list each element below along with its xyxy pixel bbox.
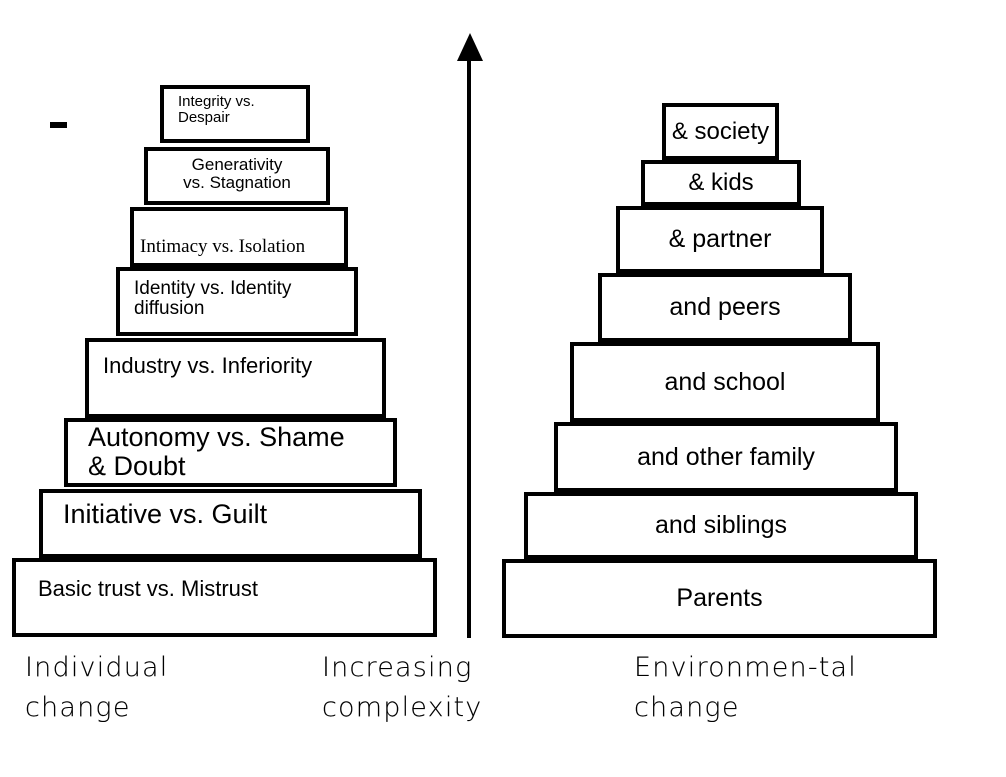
step-and-other-family[interactable]: and other family bbox=[554, 422, 898, 492]
step-and-siblings[interactable]: and siblings bbox=[524, 492, 918, 559]
step-and-school[interactable]: and school bbox=[570, 342, 880, 422]
dash-mark bbox=[50, 122, 67, 128]
step-identity-vs-identity-diffusion[interactable]: Identity vs. Identity diffusion bbox=[116, 267, 358, 336]
increasing-complexity-arrow-shaft bbox=[467, 58, 471, 638]
step-basic-trust-vs-mistrust[interactable]: Basic trust vs. Mistrust bbox=[12, 558, 437, 637]
step-generativity-vs-stagnation[interactable]: Generativity vs. Stagnation bbox=[144, 147, 330, 205]
step-integrity-vs-despair[interactable]: Integrity vs. Despair bbox=[160, 85, 310, 143]
step-and-society[interactable]: & society bbox=[662, 103, 779, 160]
step-intimacy-vs-isolation[interactable]: Intimacy vs. Isolation bbox=[130, 207, 348, 267]
step-parents[interactable]: Parents bbox=[502, 559, 937, 638]
step-autonomy-vs-shame-and-doubt[interactable]: Autonomy vs. Shame & Doubt bbox=[64, 418, 397, 487]
increasing-complexity-arrow-icon bbox=[457, 33, 483, 61]
caption-individual-change: Individual change bbox=[25, 652, 169, 723]
caption-environmental-change: Environmen-tal change bbox=[634, 652, 857, 723]
step-initiative-vs-guilt[interactable]: Initiative vs. Guilt bbox=[39, 489, 422, 558]
step-and-partner[interactable]: & partner bbox=[616, 206, 824, 273]
caption-increasing-complexity: Increasing complexity bbox=[322, 652, 483, 723]
step-industry-vs-inferiority[interactable]: Industry vs. Inferiority bbox=[85, 338, 386, 418]
step-and-kids[interactable]: & kids bbox=[641, 160, 801, 206]
step-and-peers[interactable]: and peers bbox=[598, 273, 852, 342]
